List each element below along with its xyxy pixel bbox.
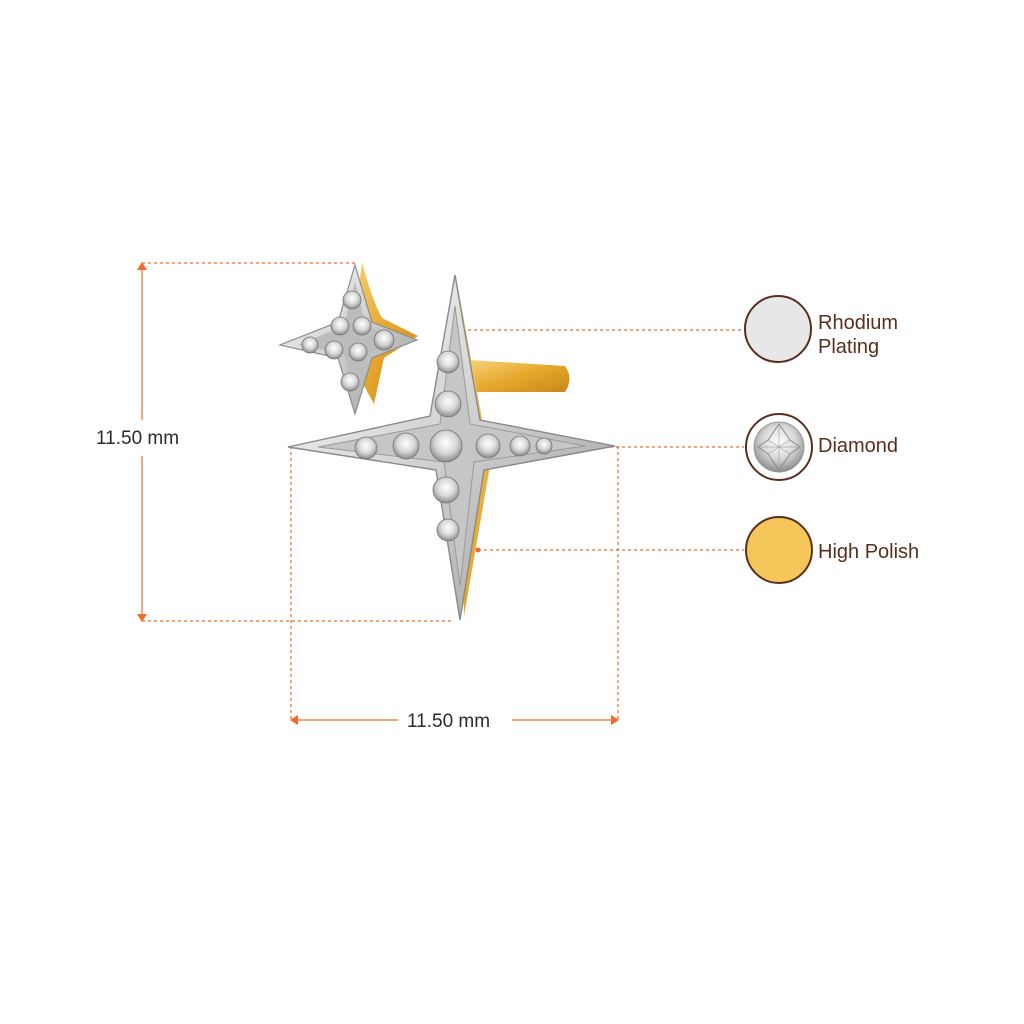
height-dimension-label: 11.50 mm [96, 428, 180, 449]
small-star-diamonds [301, 290, 395, 392]
legend-rhodium-label-line1: Rhodium [818, 312, 899, 334]
height-dimension [137, 262, 452, 622]
legend-diamond-label: Diamond [818, 435, 899, 457]
big-star-diamonds [354, 350, 553, 542]
diamond-swatch [745, 413, 813, 481]
legend-swatches [744, 295, 813, 584]
leader-dot-polish [475, 547, 481, 553]
width-arrow-left [290, 715, 298, 725]
rhodium-swatch [744, 295, 812, 363]
high-polish-swatch [745, 516, 813, 584]
width-dimension-label: 11.50 mm [407, 711, 491, 732]
height-arrow-down [137, 614, 147, 622]
small-star-inner [298, 282, 402, 398]
earring-image [277, 262, 616, 621]
legend-high-polish-label: High Polish [818, 541, 920, 563]
width-arrow-right [611, 715, 619, 725]
width-dimension [290, 446, 619, 725]
gold-post [470, 360, 570, 392]
legend-rhodium-label-line2: Plating [818, 336, 880, 358]
height-arrow-up [137, 262, 147, 270]
